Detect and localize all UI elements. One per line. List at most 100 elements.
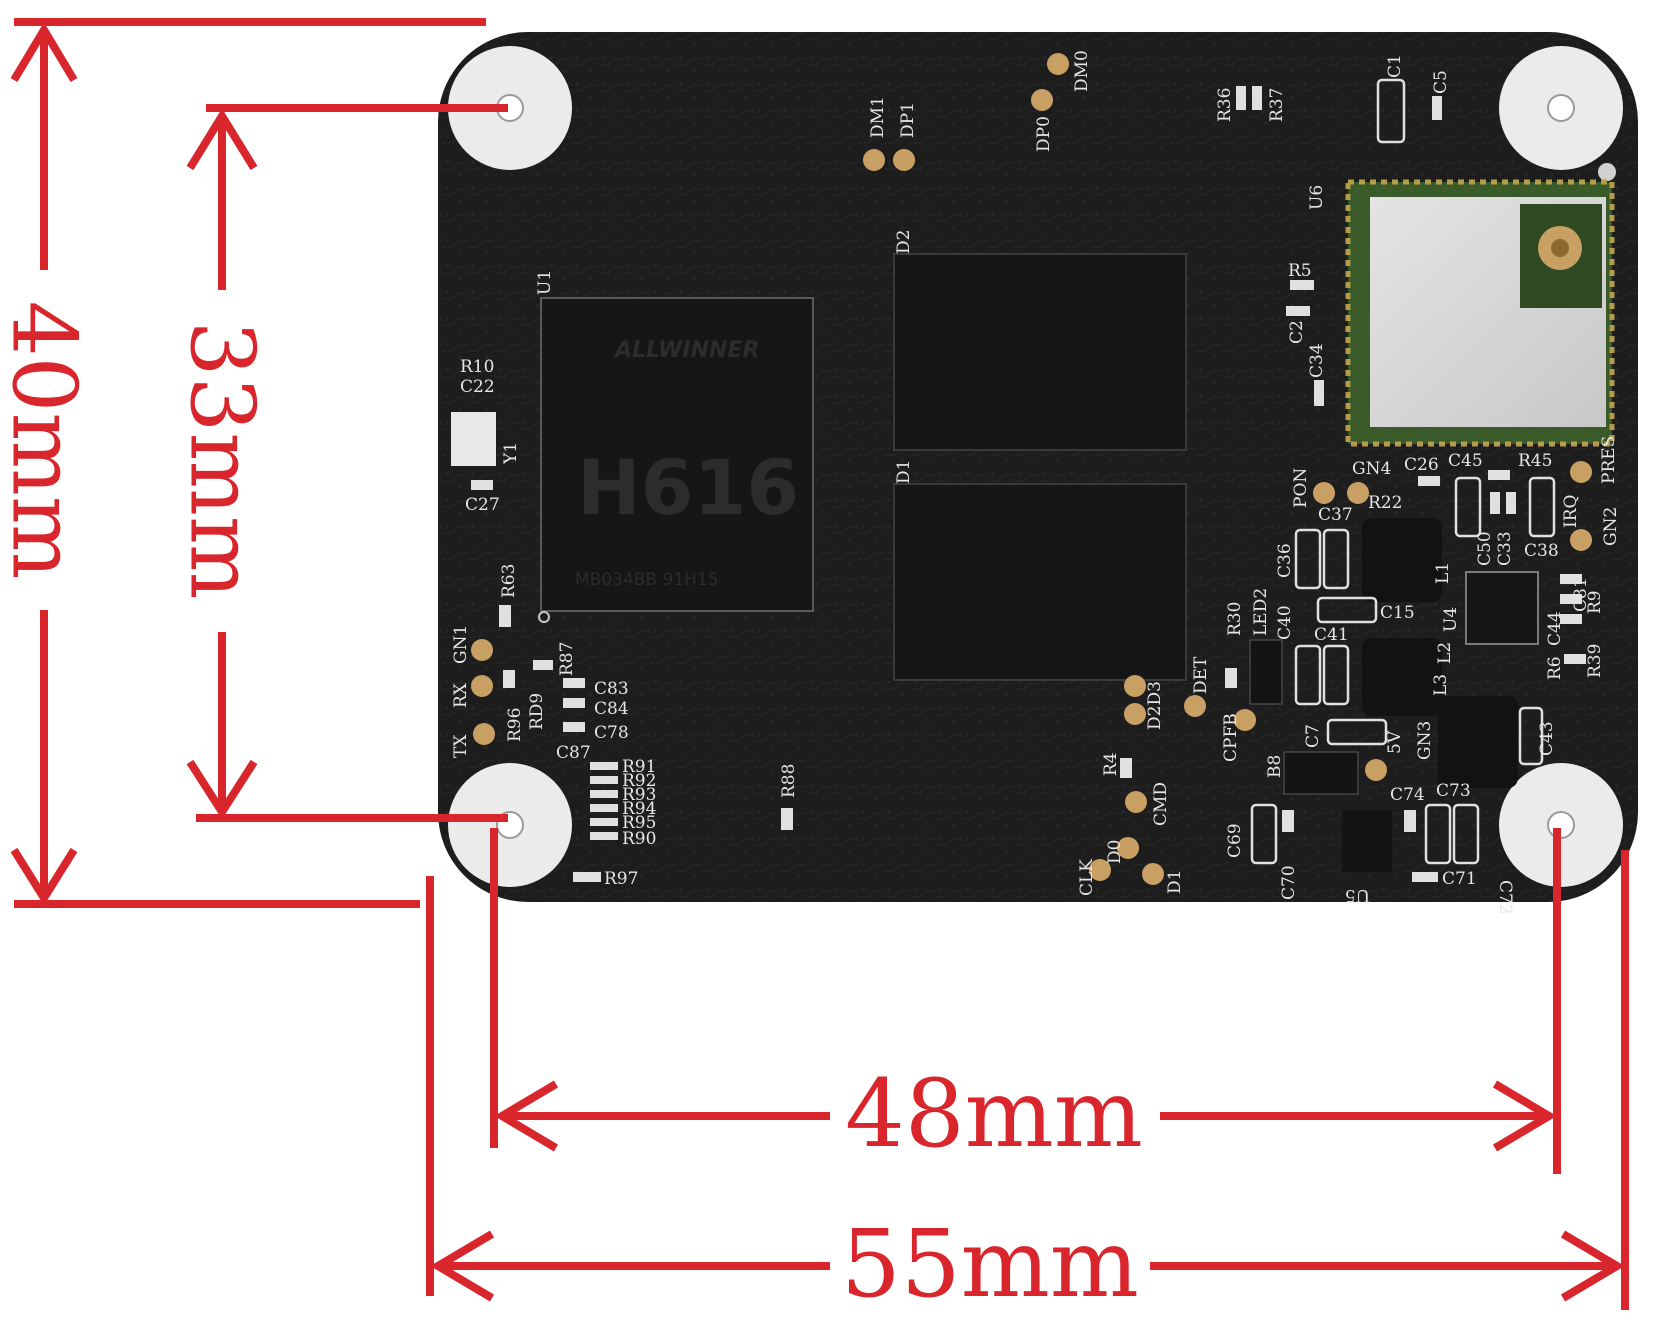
silkscreen-labels: DM1 DP1 DM0 DP0 R36 R37 C1 C5 R10 C22 Y1… (451, 50, 1621, 915)
silk-c7: C7 (1303, 724, 1323, 748)
silk-tx: TX (451, 734, 471, 758)
silk-gn2: GN2 (1601, 507, 1621, 546)
silk-cpfb: CPFB (1221, 713, 1241, 762)
silk-r9: R9 (1585, 590, 1605, 614)
silk-c45: C45 (1448, 451, 1483, 471)
silk-r90: R90 (622, 829, 656, 849)
silk-r39: R39 (1585, 644, 1605, 678)
silk-clk: CLK (1077, 859, 1097, 896)
arrow-down-icon (186, 759, 258, 820)
arrow-down-icon (10, 847, 78, 906)
silk-c72: C72 (1495, 880, 1515, 915)
memory-ref-d2: D2 (894, 230, 914, 254)
soc-brand: ALLWINNER (613, 338, 759, 363)
silk-r6: R6 (1545, 656, 1565, 680)
mounting-hole-top-left (448, 46, 572, 170)
crystal-y1 (451, 412, 496, 466)
silk-c40: C40 (1275, 605, 1295, 640)
silk-c43: C43 (1537, 721, 1557, 756)
silk-c1: C1 (1385, 54, 1405, 78)
arrow-left-icon (430, 1230, 495, 1302)
silk-c38: C38 (1524, 541, 1559, 561)
wifi-module-ref: U6 (1307, 185, 1327, 210)
silk-r10: R10 (460, 357, 494, 377)
silk-r92: R92 (622, 771, 656, 791)
dimension-label-33mm: 33mm (171, 321, 274, 600)
soc-chip: U1 ALLWINNER H616 MB034BB 91H15 (535, 270, 814, 623)
silk-dm1: DM1 (868, 96, 888, 138)
mounting-hole-top-right (1499, 46, 1623, 170)
silk-r94: R94 (622, 799, 656, 819)
silk-c44: C44 (1545, 611, 1565, 646)
silk-c41: C41 (1314, 625, 1349, 645)
silk-l3: L3 (1431, 674, 1451, 696)
silk-dm0: DM0 (1072, 50, 1092, 92)
arrow-up-icon (10, 22, 78, 83)
silk-r5: R5 (1288, 261, 1312, 281)
silk-dp1: DP1 (898, 102, 918, 138)
silk-det: DET (1191, 656, 1211, 694)
silk-r4: R4 (1101, 752, 1121, 776)
silk-c36: C36 (1275, 543, 1295, 578)
silk-c78: C78 (594, 723, 629, 743)
silk-gn3: GN3 (1415, 721, 1435, 760)
silk-c50: C50 (1475, 531, 1495, 566)
arrow-left-icon (494, 1080, 559, 1152)
dimension-annotations (10, 18, 1629, 1310)
silk-r37: R37 (1267, 88, 1287, 122)
board-traces (438, 32, 1638, 902)
block-b8 (1283, 751, 1359, 795)
silk-c87: C87 (556, 743, 591, 763)
capacitor-group (1250, 78, 1556, 865)
memory-ref-d1: D1 (894, 460, 914, 484)
led2-block (1249, 639, 1283, 705)
silk-c26: C26 (1404, 455, 1439, 475)
soc-marking: MB034BB 91H15 (575, 570, 719, 590)
silk-r97: R97 (604, 869, 638, 889)
arrow-right-icon (1492, 1080, 1557, 1152)
silk-c74: C74 (1390, 785, 1425, 805)
silk-c5: C5 (1431, 70, 1451, 94)
memory-chip-top: D2 (893, 230, 1187, 451)
silk-b8: B8 (1265, 755, 1285, 778)
silk-pon: PON (1291, 468, 1311, 508)
silk-d0: D0 (1105, 840, 1125, 864)
silk-u4: U4 (1441, 607, 1461, 632)
arrow-right-icon (1560, 1230, 1625, 1302)
soc-ref: U1 (535, 270, 555, 295)
silk-c37: C37 (1318, 505, 1353, 525)
regulator-u5 (1342, 810, 1392, 872)
silk-d2d: D2D3 (1145, 681, 1165, 730)
silk-c83: C83 (594, 679, 629, 699)
silk-r96: R96 (505, 708, 525, 742)
silk-r95: R95 (622, 813, 656, 833)
silk-pres: PRES (1599, 436, 1619, 484)
arrow-up-icon (186, 108, 258, 171)
silk-c81: C81 (1571, 577, 1591, 612)
silk-r36: R36 (1215, 88, 1235, 122)
silk-d1: D1 (1165, 870, 1185, 894)
silk-c73: C73 (1436, 781, 1471, 801)
wifi-module: U6 (1307, 179, 1615, 447)
mounting-hole-bottom-right (1499, 763, 1623, 887)
mounting-hole-bottom-left (448, 763, 572, 887)
silk-r93: R93 (622, 785, 656, 805)
smd-resistor-group (471, 86, 1586, 882)
silk-c84: C84 (594, 699, 629, 719)
silk-cmd: CMD (1151, 782, 1171, 826)
silk-led2: LED2 (1251, 588, 1271, 636)
silk-c34: C34 (1307, 343, 1327, 378)
silk-c69: C69 (1225, 823, 1245, 858)
dimension-label-40mm: 40mm (0, 301, 96, 580)
silk-y1: Y1 (501, 442, 521, 465)
silk-r30: R30 (1225, 602, 1245, 636)
pmic-u4 (1465, 571, 1539, 645)
silk-rx: RX (451, 682, 471, 708)
silk-irq: IRQ (1561, 495, 1581, 528)
silk-u5: U5 (1345, 885, 1370, 905)
silk-c22: C22 (460, 377, 495, 397)
silk-r45: R45 (1518, 451, 1552, 471)
silk-c70: C70 (1279, 865, 1299, 900)
silk-c2: C2 (1287, 320, 1307, 344)
